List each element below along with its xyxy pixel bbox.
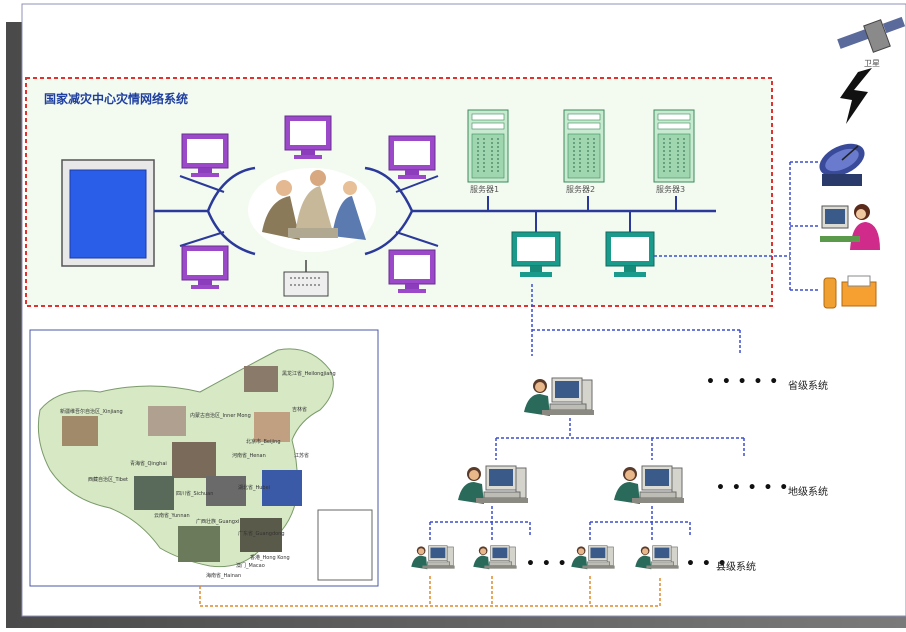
county-level-label: 县级系统 bbox=[716, 562, 756, 573]
server-label: 服务器2 bbox=[566, 185, 596, 194]
server-icon bbox=[653, 109, 695, 183]
map-label: 广东省_Guangdong bbox=[238, 531, 285, 537]
map-label: 云南省_Yunnan bbox=[154, 513, 190, 519]
network-title: 国家减灾中心灾情网络系统 bbox=[44, 92, 189, 106]
county-dots: • • • bbox=[686, 556, 728, 572]
map-label: 吉林省 bbox=[292, 407, 308, 413]
map-label: 香港_Hong Kong bbox=[250, 555, 290, 561]
map-label: 广西壮族_Guangxi bbox=[196, 519, 240, 525]
map-photo bbox=[134, 476, 174, 510]
city-dots: • • • • • bbox=[716, 480, 790, 496]
phone-fax-icon bbox=[823, 275, 877, 309]
satellite-icon bbox=[837, 16, 906, 53]
map-label: 四川省_Sichuan bbox=[176, 491, 214, 497]
map-photo bbox=[172, 442, 216, 478]
server-label: 服务器1 bbox=[470, 185, 500, 194]
map-label: 新疆维吾尔自治区_Xinjiang bbox=[60, 409, 123, 415]
city-level-label: 地级系统 bbox=[788, 487, 828, 498]
workstation-icon bbox=[457, 465, 529, 505]
server-icon bbox=[467, 109, 509, 183]
display-wall-icon bbox=[61, 159, 155, 267]
map-photo bbox=[244, 366, 278, 392]
meeting-people-icon bbox=[248, 168, 376, 252]
workstation-icon bbox=[472, 545, 517, 570]
satellite-dish-icon bbox=[819, 143, 865, 186]
map-photo bbox=[148, 406, 186, 436]
map-photo bbox=[62, 416, 98, 446]
map-label: 江苏省 bbox=[294, 453, 310, 459]
county-dots: • • • bbox=[526, 556, 568, 572]
workstation-icon bbox=[570, 545, 615, 570]
workstation-icon bbox=[634, 545, 679, 570]
map-label: 青海省_Qinghai bbox=[130, 461, 167, 467]
map-photo bbox=[262, 470, 302, 506]
map-label: 黑龙江省_Heilongjiang bbox=[282, 371, 336, 377]
workstation-icon bbox=[613, 465, 685, 505]
map-photo bbox=[206, 476, 246, 506]
workstation-icon bbox=[523, 377, 595, 417]
server-label: 服务器3 bbox=[656, 185, 686, 194]
map-label: 北京市_Beijing bbox=[246, 439, 281, 445]
map-label: 内蒙古自治区_Inner Mong bbox=[190, 413, 251, 419]
operator-icon bbox=[820, 204, 880, 250]
map-photo bbox=[240, 518, 282, 552]
workstation-icon bbox=[410, 545, 455, 570]
map-label: 澳门_Macao bbox=[236, 563, 265, 569]
map-label: 西藏自治区_Tibet bbox=[88, 477, 129, 483]
satellite-label: 卫星 bbox=[864, 59, 880, 68]
map-label: 海南省_Hainan bbox=[206, 573, 242, 579]
router-icon bbox=[283, 260, 329, 297]
province-dots: • • • • • bbox=[706, 374, 780, 390]
orange-link bbox=[199, 576, 661, 607]
province-level-label: 省级系统 bbox=[788, 381, 828, 392]
map-label: 河南省_Henan bbox=[232, 453, 266, 459]
south-china-sea-inset bbox=[317, 509, 373, 581]
map-photo bbox=[254, 412, 290, 442]
map-label: 湖北省_Hubei bbox=[238, 485, 271, 491]
server-icon bbox=[563, 109, 605, 183]
map-photo bbox=[178, 526, 220, 562]
signal-icon bbox=[840, 68, 872, 124]
